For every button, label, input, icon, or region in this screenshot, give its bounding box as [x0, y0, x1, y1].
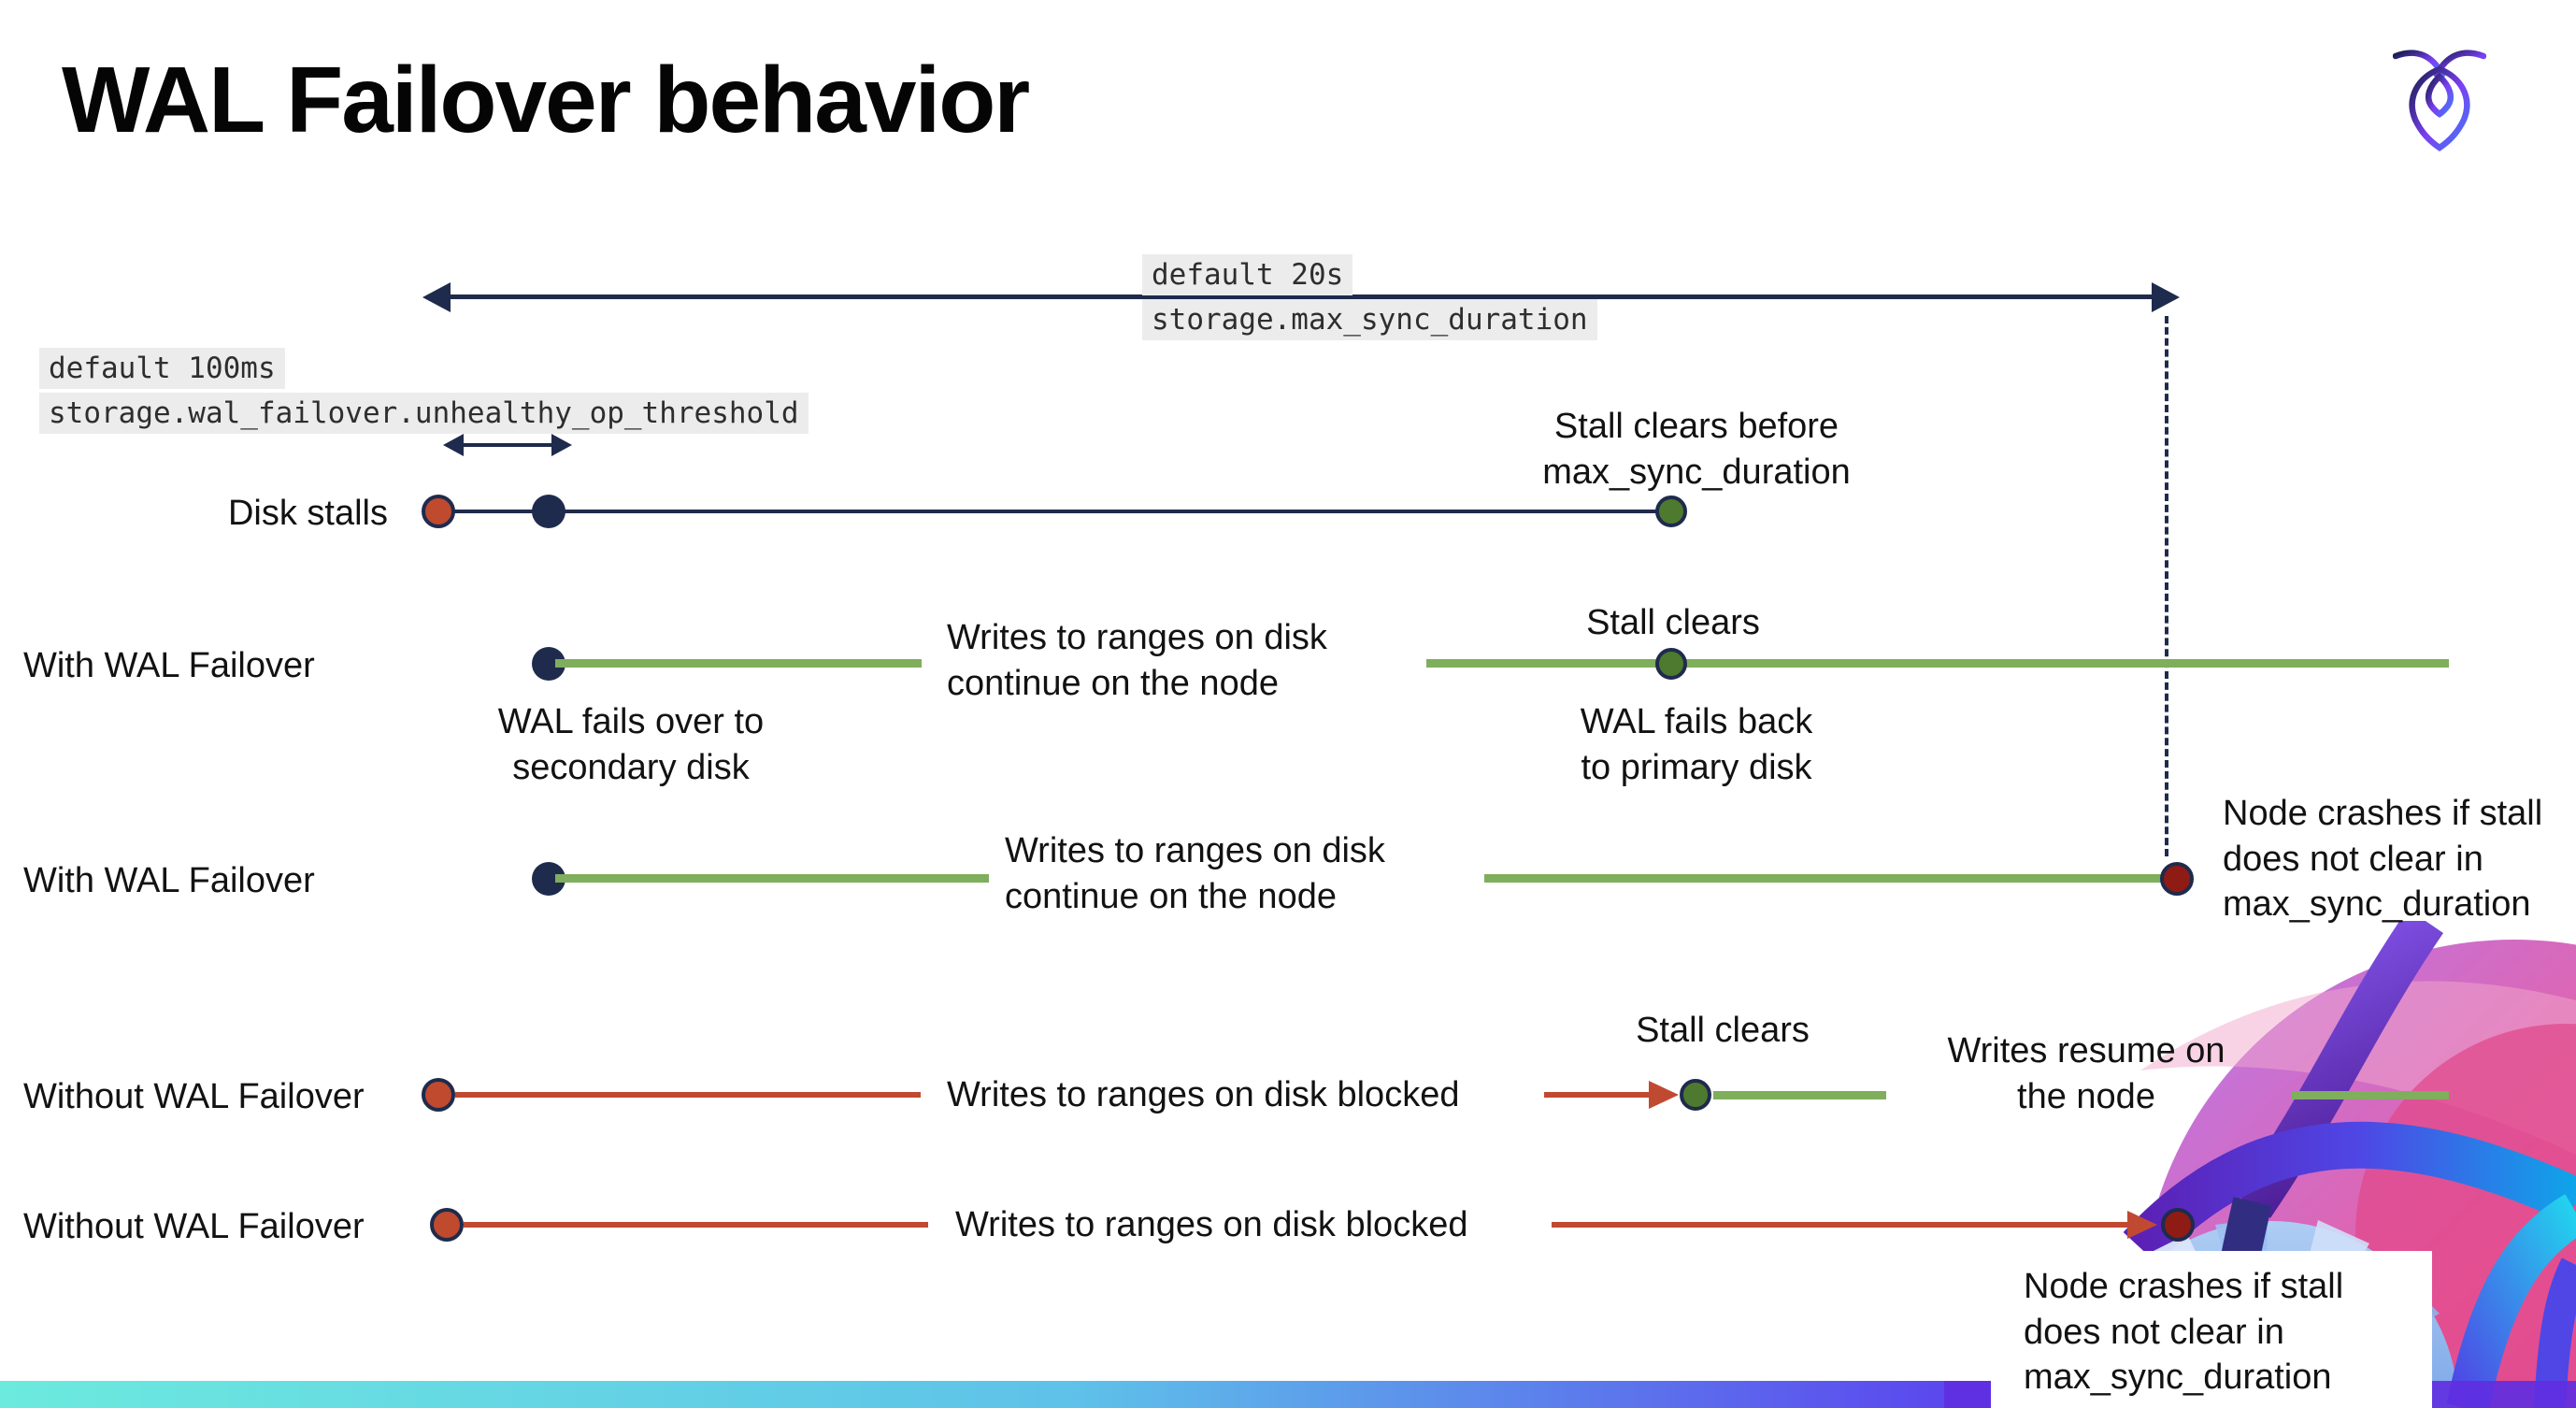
row4-green-segment-2 — [2292, 1091, 2449, 1099]
row-label-with-wal-failover-2: With WAL Failover — [23, 861, 315, 900]
row-label-without-wal-failover-2: Without WAL Failover — [23, 1207, 365, 1246]
row5-crash-note: Node crashes if stall does not clear in … — [2024, 1267, 2344, 1398]
row1-threshold-dot — [532, 495, 565, 528]
row3-crash-note: Node crashes if stall does not clear in … — [2223, 794, 2543, 925]
arrowhead-right-icon — [2127, 1211, 2157, 1239]
unhealthy-op-threshold-default-label: default 100ms — [39, 348, 285, 389]
row-label-without-wal-failover-1: Without WAL Failover — [23, 1077, 365, 1116]
arrowhead-right-icon — [1649, 1081, 1679, 1109]
page-title: WAL Failover behavior — [62, 48, 1030, 152]
row5-writes-blocked-note: Writes to ranges on disk blocked — [955, 1205, 1468, 1244]
row4-green-segment-1 — [1713, 1091, 1886, 1099]
row2-green-segment-2 — [1426, 659, 2449, 668]
arrowhead-right-icon — [2152, 282, 2180, 312]
row4-blocked-segment-1 — [455, 1092, 921, 1098]
row3-green-segment-2 — [1484, 874, 2161, 883]
row2-green-segment-1 — [555, 659, 922, 668]
row4-stall-clears-dot — [1680, 1079, 1711, 1111]
row3-crash-dot — [2160, 862, 2194, 896]
max-sync-duration-span-line — [449, 295, 2157, 299]
row3-green-segment-1 — [555, 874, 989, 883]
row5-crash-dot — [2161, 1208, 2195, 1242]
max-sync-duration-setting-label: storage.max_sync_duration — [1142, 299, 1597, 340]
threshold-span-line — [460, 443, 555, 447]
arrowhead-right-icon — [551, 434, 572, 456]
arrowhead-left-icon — [443, 434, 464, 456]
row2-stall-clears-label: Stall clears — [1586, 603, 1760, 642]
row1-stall-clears-note: Stall clears before max_sync_duration — [1542, 407, 1851, 492]
row1-stall-start-dot — [422, 495, 455, 528]
row2-stall-clears-dot — [1655, 648, 1687, 680]
row5-crash-note-box — [1991, 1251, 2432, 1408]
cockroachdb-logo-icon — [2393, 50, 2486, 151]
row4-writes-blocked-note: Writes to ranges on disk blocked — [947, 1075, 1460, 1114]
row2-writes-note: Writes to ranges on disk continue on the… — [947, 618, 1327, 703]
max-sync-duration-default-label: default 20s — [1142, 254, 1353, 295]
row3-writes-note: Writes to ranges on disk continue on the… — [1005, 831, 1385, 916]
row2-failback-note: WAL fails back to primary disk — [1580, 702, 1813, 787]
row4-resume-note: Writes resume on the node — [1947, 1031, 2225, 1116]
unhealthy-op-threshold-setting-label: storage.wal_failover.unhealthy_op_thresh… — [39, 393, 809, 434]
row5-blocked-segment-1 — [464, 1222, 928, 1228]
row4-blocked-segment-2 — [1544, 1092, 1654, 1098]
arrowhead-left-icon — [422, 282, 451, 312]
row1-stall-clears-dot — [1655, 496, 1687, 527]
row5-blocked-segment-2 — [1552, 1222, 2133, 1228]
row4-stall-clears-label: Stall clears — [1636, 1011, 1810, 1050]
row-label-disk-stalls: Disk stalls — [227, 494, 388, 533]
row5-stall-start-dot — [430, 1208, 464, 1242]
row4-stall-start-dot — [422, 1078, 455, 1112]
row-label-with-wal-failover-1: With WAL Failover — [23, 646, 315, 685]
max-sync-duration-dashed-line — [2165, 316, 2168, 856]
row2-failover-note: WAL fails over to secondary disk — [497, 702, 765, 787]
row1-timeline — [438, 510, 1671, 513]
